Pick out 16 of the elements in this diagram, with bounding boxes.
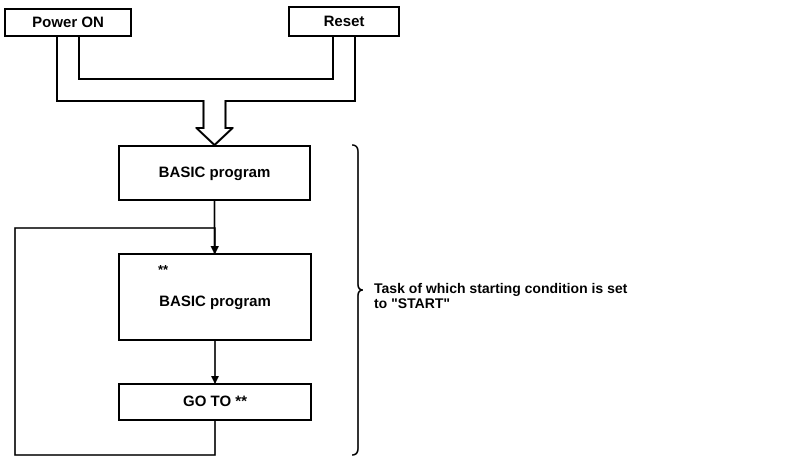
box-label: Reset — [324, 12, 364, 30]
process-box — [118, 145, 311, 201]
box-label: BASIC program — [159, 293, 271, 311]
process-box — [4, 8, 132, 37]
hollow-arrow — [196, 37, 356, 146]
arrow — [14, 227, 219, 456]
box-label: GO TO ** — [183, 393, 247, 411]
annotation-text: Task of which starting condition is set to "START" — [374, 281, 628, 311]
label-mark: ** — [158, 261, 168, 279]
process-box — [118, 253, 312, 341]
box-label: Power ON — [32, 14, 104, 32]
process-box — [118, 383, 312, 421]
box-label: BASIC program — [158, 164, 270, 182]
process-box — [288, 6, 400, 37]
arrow — [211, 341, 219, 384]
arrow — [210, 201, 218, 254]
